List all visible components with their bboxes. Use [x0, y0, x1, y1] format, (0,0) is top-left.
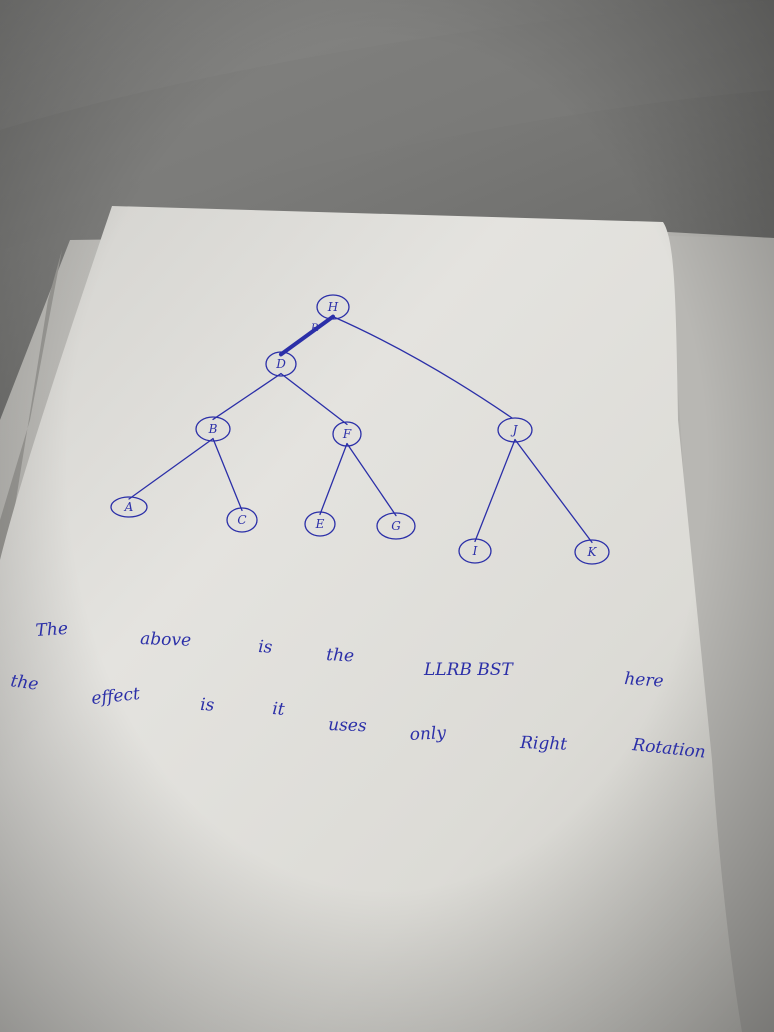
tree-node-b: B: [195, 416, 231, 442]
tree-node-circle: [332, 421, 362, 447]
tree-node-f: F: [332, 421, 362, 447]
tree-edge-j-i: [474, 438, 516, 543]
note-line1-word: above: [140, 629, 192, 651]
tree-edge-b-a: [128, 437, 214, 500]
tree-edge-h-j: [332, 315, 513, 419]
tree-node-label: B: [208, 422, 218, 436]
tree-edge-h-d-red: [279, 314, 335, 357]
tree-nodes: H D B F J A C E G I K: [110, 294, 610, 565]
note-line1-word: is: [258, 637, 273, 658]
note-line1-word: the: [326, 645, 355, 666]
tree-node-label: J: [510, 423, 519, 437]
tree-node-label: G: [391, 519, 401, 533]
tree-node-circle: [110, 496, 148, 518]
tree-node-circle: [497, 417, 533, 443]
tree-node-circle: [574, 539, 610, 565]
tree-edge-f-g: [346, 442, 397, 517]
tree-node-label: H: [327, 300, 339, 314]
red-link-label: R: [310, 323, 319, 334]
tree-node-circle: [304, 511, 336, 537]
note-line2-word: is: [200, 695, 215, 715]
tree-node-label: I: [472, 544, 478, 558]
tree-node-label: F: [342, 427, 352, 441]
tree-node-label: C: [237, 513, 246, 527]
tree-edge-b-c: [212, 437, 243, 512]
tree-node-e: E: [304, 511, 336, 537]
tree-node-circle: [458, 538, 492, 564]
note-line2-word: uses: [328, 715, 367, 736]
tree-node-k: K: [574, 539, 610, 565]
tree-node-g: G: [376, 512, 416, 540]
note-line2-word: only: [409, 723, 447, 745]
tree-node-label: K: [587, 545, 598, 559]
tree-node-circle: [265, 351, 297, 377]
note-line1-word: here: [624, 669, 665, 692]
tree-edge-j-k: [514, 438, 593, 544]
tree-node-circle: [226, 507, 258, 533]
tree-node-i: I: [458, 538, 492, 564]
tree-node-c: C: [226, 507, 258, 533]
tree-edge-f-e: [319, 442, 348, 516]
tree-node-circle: [195, 416, 231, 442]
note-line1-word: LLRB BST: [423, 660, 514, 680]
note-line2-word: the: [9, 671, 39, 695]
tree-edges: [128, 314, 593, 544]
tree-node-circle: [316, 294, 350, 320]
tree-node-h: H: [316, 294, 350, 320]
tree-node-circle: [376, 512, 416, 540]
note-line2-word: Right: [519, 733, 568, 755]
tree-edge-d-b: [212, 372, 282, 421]
note-line1-word: The: [35, 619, 69, 641]
tree-node-label: E: [315, 517, 325, 531]
tree-node-label: A: [124, 500, 134, 514]
tree-node-d: D: [265, 351, 297, 377]
tree-node-label: D: [275, 357, 286, 371]
tree-node-a: A: [110, 496, 148, 518]
note-line2-word: it: [272, 699, 286, 720]
tree-node-j: J: [497, 417, 533, 443]
tree-edge-d-f: [280, 372, 348, 426]
